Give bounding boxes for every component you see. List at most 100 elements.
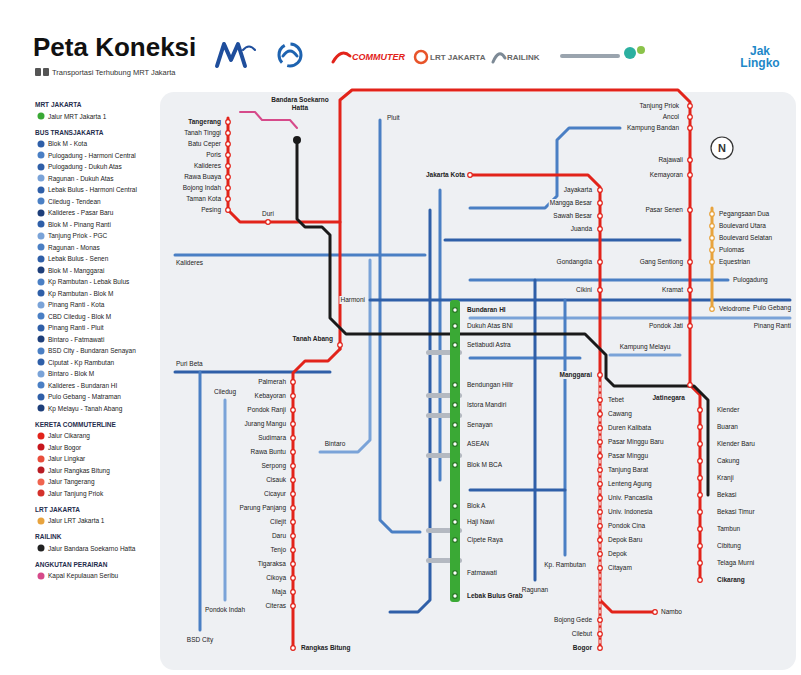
station-dot (291, 478, 296, 483)
label-box: Jurang Mangu (243, 420, 287, 428)
legend-row: Jalur Rangkas Bitung (37, 466, 110, 474)
label-box: Pasar Minggu Baru (607, 438, 665, 446)
label-box: Ancol (662, 113, 680, 121)
legend-swatch (37, 197, 45, 205)
label-box: Kampung Melayu (619, 343, 672, 351)
station-dot (291, 506, 296, 511)
label-box: Tebet (607, 396, 625, 404)
station-name: Pasar Senen (644, 206, 684, 214)
label-box: Blok M BCA (466, 461, 503, 469)
label-box: Jatinegara (651, 394, 686, 402)
legend-row: Blok M - Pinang Ranti (37, 220, 111, 228)
legend-swatch-dot (38, 572, 45, 579)
station-name: Lenteng Agung (607, 480, 653, 488)
label-box: Blok A (466, 502, 486, 510)
legend-text: Jalur Cikarang (48, 432, 90, 439)
label-box: Duri (261, 210, 275, 218)
label-box: Pulomas (718, 246, 745, 254)
station-dot (291, 590, 296, 595)
legend-swatch-dot (38, 163, 45, 170)
legend-swatch (37, 174, 45, 182)
station-name: Pulomas (718, 246, 745, 254)
label-box: Velodrome (718, 305, 751, 313)
station-dot (698, 493, 703, 498)
legend-swatch-dot (38, 382, 45, 389)
legend-swatch (37, 370, 45, 378)
station-dot (453, 423, 458, 428)
station-dot (598, 373, 603, 378)
legend-swatch (37, 312, 45, 320)
bus-line (320, 260, 370, 452)
legend-swatch-dot (38, 244, 45, 251)
legend-swatch (37, 220, 45, 228)
label-box: Cakung (716, 457, 740, 465)
legend-swatch (37, 393, 45, 401)
legend-row: Pinang Ranti - Kota (37, 301, 104, 309)
legend-swatch (37, 443, 45, 451)
label-box: Bandara Soekarno Hatta (268, 96, 332, 111)
station-name: Bandara Soekarno Hatta (268, 96, 332, 111)
label-box: Rawa Buntu (250, 448, 287, 456)
legend-swatch-dot (38, 255, 45, 262)
legend-swatch (37, 381, 45, 389)
station-name: Citeras (264, 602, 287, 610)
bus-line (224, 400, 227, 600)
legend-swatch (37, 243, 45, 251)
bus-icon (35, 68, 41, 76)
station-dot (698, 578, 703, 583)
mrt-logo (243, 47, 255, 51)
label-box: Tanah Abang (292, 335, 334, 343)
operator-logo (560, 54, 620, 58)
station-dot (698, 425, 703, 430)
commuter-line (470, 175, 600, 648)
legend-swatch (37, 347, 45, 355)
label-box: Boulevard Selatan (718, 234, 773, 242)
legend-row: Jalur Tangerang (37, 478, 95, 486)
label-box: Equestrian (718, 258, 751, 266)
station-name: Cibitung (716, 542, 742, 550)
station-dot (291, 422, 296, 427)
label-box: Juanda (570, 225, 593, 233)
bus-line (199, 372, 202, 630)
station-dot (291, 520, 296, 525)
legend-swatch-dot (38, 347, 45, 354)
label-box: Taman Kota (185, 195, 222, 203)
station-dot (453, 308, 458, 313)
station-dot (710, 307, 715, 312)
station-dot (598, 227, 603, 232)
label-box: Senayan (466, 421, 494, 429)
legend-swatch-dot (38, 290, 45, 297)
legend-row: BSD City - Bundaran Senayan (37, 347, 136, 355)
station-name: Tangerang (187, 118, 222, 126)
station-name: Cilejit (269, 518, 287, 526)
label-box: Pluit (386, 114, 401, 122)
station-dot (226, 142, 231, 147)
legend-swatch-dot (38, 232, 45, 239)
label-box: Klender Baru (716, 440, 756, 448)
label-box: Depok (607, 550, 628, 558)
legend-text: Kp Rambutan - Blok M (48, 290, 113, 297)
station-dot (598, 496, 603, 501)
label-box: Boulevard Utara (718, 222, 767, 230)
legend-heading: LRT JAKARTA (35, 505, 80, 512)
legend-text: Kapal Kepulauan Seribu (48, 572, 118, 579)
station-dot (453, 343, 458, 348)
station-name: Pegangsaan Dua (718, 210, 770, 218)
legend-text: Ciledug - Tendean (48, 198, 101, 205)
operator-logo (637, 46, 645, 54)
legend-swatch-dot (38, 198, 45, 205)
label-box: COMMUTER (352, 52, 405, 62)
legend-row: Ciledug - Tendean (37, 197, 101, 205)
legend-text: CBD Ciledug - Blok M (48, 313, 111, 320)
legend-swatch (37, 335, 45, 343)
label-box: Kalideres (175, 259, 204, 267)
station-name: Tigaraksa (257, 560, 287, 568)
station-dot (453, 403, 458, 408)
commuter-line (293, 349, 340, 648)
station-name: Rawa Buntu (250, 448, 287, 456)
station-name: Ciledug (213, 388, 237, 396)
label-box: Bojong Gede (553, 616, 593, 624)
label-box: Palmerah (257, 378, 287, 386)
legend-text: Ragunan - Dukuh Atas (48, 175, 113, 182)
